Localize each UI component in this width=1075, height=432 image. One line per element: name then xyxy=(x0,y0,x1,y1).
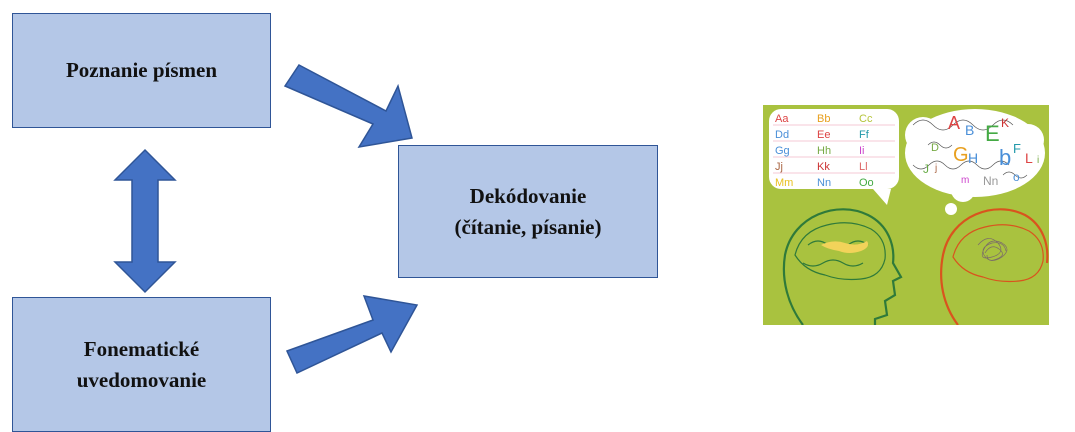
right-bubble-letter: J xyxy=(923,162,929,176)
box-phonemic-awareness-line1: Fonematické xyxy=(83,337,200,362)
left-bubble-letter: Gg xyxy=(775,145,790,157)
left-bubble-letter: Ii xyxy=(859,145,865,157)
right-bubble-letter: B xyxy=(965,122,974,138)
right-head xyxy=(940,208,1049,325)
box-phonemic-awareness: Fonematické uvedomovanie xyxy=(12,297,271,432)
right-bubble-letter: j xyxy=(934,163,937,174)
left-bubble-letter: Dd xyxy=(775,129,789,141)
left-bubble-letter: Ee xyxy=(817,129,830,141)
right-bubble-letter: L xyxy=(1025,150,1033,166)
left-bubble-letter: Oo xyxy=(859,177,874,189)
left-bubble-letter: Ff xyxy=(859,129,870,141)
left-bubble-letter: Ll xyxy=(859,161,868,173)
left-bubble-letter: Cc xyxy=(859,113,873,125)
left-bubble-letter: Nn xyxy=(817,177,831,189)
right-brain-scribble xyxy=(977,238,1008,261)
right-bubble-letter: Nn xyxy=(983,174,998,188)
left-bubble-letter: Bb xyxy=(817,113,830,125)
arrow-letters-to-decoding xyxy=(283,64,413,149)
right-brain xyxy=(952,224,1044,283)
right-bubble-letter: H xyxy=(968,150,978,166)
box-phonemic-awareness-line2: uvedomovanie xyxy=(76,367,207,392)
left-brain-highlight xyxy=(821,241,869,253)
box-letter-knowledge-label: Poznanie písmen xyxy=(65,58,218,83)
left-bubble-letter: Mm xyxy=(775,177,793,189)
right-bubble-letter: A xyxy=(948,113,960,133)
right-bubble-letter: i xyxy=(1037,155,1039,166)
right-bubble-letter: K xyxy=(1001,116,1009,130)
right-bubble-letter: G xyxy=(953,144,969,166)
box-decoding-line2: (čítanie, písanie) xyxy=(454,214,602,239)
left-head xyxy=(782,208,903,325)
left-bubble-letter: Aa xyxy=(775,113,789,125)
right-bubble-letter: m xyxy=(961,175,969,186)
right-bubble-letter: E xyxy=(985,121,1000,146)
right-bubble-letter: F xyxy=(1013,141,1021,156)
double-arrow-letters-phonemic xyxy=(113,148,177,294)
left-bubble-letter: Kk xyxy=(817,161,830,173)
box-decoding: Dekódovanie (čítanie, písanie) xyxy=(398,145,658,278)
left-bubble-letter: Hh xyxy=(817,145,831,157)
right-bubble-letter: o xyxy=(1013,170,1020,184)
right-bubble-letter: D xyxy=(931,142,939,154)
box-decoding-line1: Dekódovanie xyxy=(469,184,587,209)
left-bubble-letter: Jj xyxy=(775,161,783,173)
box-letter-knowledge: Poznanie písmen xyxy=(12,13,271,128)
right-bubble-letter: b xyxy=(999,145,1011,170)
arrow-phonemic-to-decoding xyxy=(285,295,419,375)
